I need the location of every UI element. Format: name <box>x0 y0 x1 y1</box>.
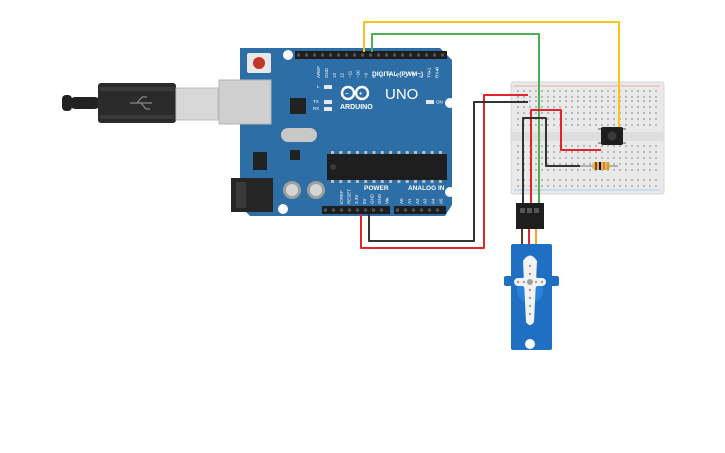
pin-label: RESET <box>347 189 352 204</box>
pin-label: AREF <box>316 66 321 78</box>
led-on-label: ON <box>436 100 443 105</box>
power-label: POWER <box>364 185 389 192</box>
mount-hole <box>445 98 455 108</box>
usb-chip <box>290 98 306 114</box>
usb-icon <box>130 96 152 110</box>
pin-label: A5 <box>439 198 444 204</box>
digital-label: DIGITAL (PWM~) <box>372 71 423 78</box>
wire-black-ground <box>368 101 528 242</box>
model-label: UNO <box>385 86 418 103</box>
pin-label: 3.3V <box>354 195 359 204</box>
pin-label: GND <box>324 67 329 78</box>
pin-label: 4 <box>403 75 408 78</box>
led-on <box>426 100 434 104</box>
svg-text:−: − <box>345 92 349 98</box>
usb-cable <box>62 83 219 123</box>
regulator <box>253 152 267 170</box>
mount-hole <box>278 204 288 214</box>
svg-text:+: + <box>359 92 363 98</box>
wire-black-servo <box>522 117 580 203</box>
led-l-label: L <box>317 84 320 89</box>
wire-yellow <box>363 21 620 129</box>
wires <box>360 21 620 249</box>
pin-label: GND <box>377 193 382 204</box>
pin-label: RX◂0 <box>435 66 440 78</box>
chip-pins <box>331 180 442 183</box>
pin-label: ~3 <box>411 72 416 78</box>
chip-pins <box>331 151 442 154</box>
led-l <box>324 85 332 89</box>
breadboard <box>510 81 665 195</box>
led-tx <box>324 100 332 104</box>
pin-label: A1 <box>407 198 412 204</box>
pushbutton <box>598 127 626 145</box>
crystal <box>281 128 317 142</box>
reset-button-cap <box>253 57 265 69</box>
pin-label: TX▸1 <box>427 67 432 78</box>
resistor <box>580 162 618 170</box>
pin-label: 5V <box>362 198 367 204</box>
pin-label: GND <box>369 193 374 204</box>
wire-red-servo <box>530 109 601 203</box>
wire-red-power <box>360 94 528 249</box>
pin-label: Vin <box>385 197 390 204</box>
infinity-logo-icon <box>340 85 370 101</box>
pin-label: 8 <box>371 75 376 78</box>
pin-label: A2 <box>415 198 420 204</box>
usb-port <box>218 79 272 125</box>
led-rx-label: RX <box>313 106 319 111</box>
pin-label: 7 <box>379 75 384 78</box>
pin-label: 13 <box>332 72 337 78</box>
mount-hole <box>445 187 455 197</box>
pin-label: ~10 <box>356 70 361 78</box>
servo-motor <box>504 203 559 350</box>
pin-label: A4 <box>431 198 436 204</box>
pin-label: ~6 <box>387 72 392 78</box>
pin-label: ~5 <box>395 72 400 78</box>
mount-hole <box>283 50 293 60</box>
pin-label: IOREF <box>339 190 344 204</box>
pin-label: ~11 <box>348 70 353 78</box>
servo-connector <box>516 203 544 229</box>
microcontroller-chip <box>327 154 447 180</box>
led-tx-label: TX <box>313 99 319 104</box>
pin-label: 2 <box>419 75 424 78</box>
pin-label: A3 <box>423 198 428 204</box>
pin-label: ~9 <box>363 72 368 78</box>
led-rx <box>324 107 332 111</box>
pin-label: 12 <box>340 72 345 78</box>
brand-logo-text: ARDUINO <box>340 104 373 111</box>
pin-label: A0 <box>399 198 404 204</box>
analog-label: ANALOG IN <box>408 185 445 192</box>
